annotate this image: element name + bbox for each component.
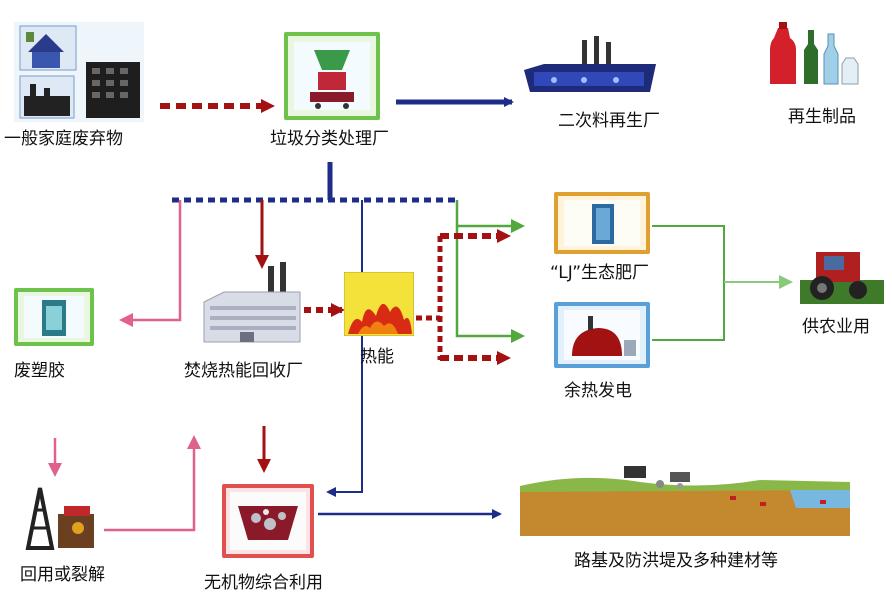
- incineration-plant-illustration: [200, 262, 304, 344]
- arrow-bus-to-compost: [455, 200, 525, 233]
- inorganic-use-frame: [222, 484, 314, 558]
- arrow-bus-to-waste-heat: [455, 226, 525, 343]
- house-and-factory-icon: [14, 22, 144, 122]
- label-sorting-plant: 垃圾分类处理厂: [270, 129, 389, 149]
- landfill-construction-icon: [520, 466, 850, 536]
- sorting-machine-icon: [294, 42, 370, 110]
- label-compost-plant: “LJ”生态肥厂: [550, 263, 650, 283]
- label-recycled-products: 再生制品: [788, 107, 856, 127]
- arrow-bus-to-waste-plastic: [119, 200, 182, 327]
- flame-icon: [343, 271, 415, 337]
- roadbed-materials-illustration: [520, 462, 850, 536]
- label-waste-heat-power: 余热发电: [564, 381, 632, 401]
- arrow-bus-to-inorganic: [326, 200, 363, 497]
- sorting-plant-frame: [284, 32, 380, 120]
- waste-plastic-frame: [14, 288, 94, 346]
- compost-tank-icon: [564, 200, 640, 246]
- agriculture-illustration: [800, 244, 884, 304]
- secondary-plant-illustration: [524, 36, 658, 96]
- label-household-waste: 一般家庭废弃物: [4, 129, 123, 149]
- merge-compost: [652, 225, 725, 282]
- tractor-icon: [800, 252, 884, 304]
- factory-icon: [524, 36, 656, 92]
- label-waste-plastic: 废塑胶: [14, 361, 65, 381]
- plastic-container-icon: [24, 296, 84, 338]
- merge-power: [652, 282, 725, 341]
- label-recycle-crack: 回用或裂解: [20, 565, 105, 585]
- crusher-icon: [230, 492, 306, 550]
- bottles-icon: [770, 22, 859, 85]
- power-plant-icon: [564, 310, 640, 360]
- label-incineration-plant: 焚烧热能回收厂: [184, 361, 303, 381]
- label-roadbed-materials: 路基及防洪堤及多种建材等: [574, 551, 778, 571]
- compost-plant-frame: [554, 192, 650, 254]
- label-inorganic-use: 无机物综合利用: [204, 573, 323, 593]
- oil-derrick-icon: [25, 487, 94, 550]
- incinerator-building-icon: [203, 262, 301, 343]
- waste-heat-power-frame: [554, 302, 650, 368]
- recycle-crack-illustration: [18, 484, 102, 552]
- recycled-products-illustration: [764, 20, 864, 90]
- label-agriculture: 供农业用: [802, 317, 870, 337]
- arrow-recycle-to-incineration: [104, 435, 201, 532]
- household-waste-illustration: [14, 22, 144, 122]
- heat-energy-illustration: [343, 271, 415, 337]
- label-secondary-plant: 二次料再生厂: [558, 111, 660, 131]
- label-heat-energy: 热能: [360, 347, 394, 367]
